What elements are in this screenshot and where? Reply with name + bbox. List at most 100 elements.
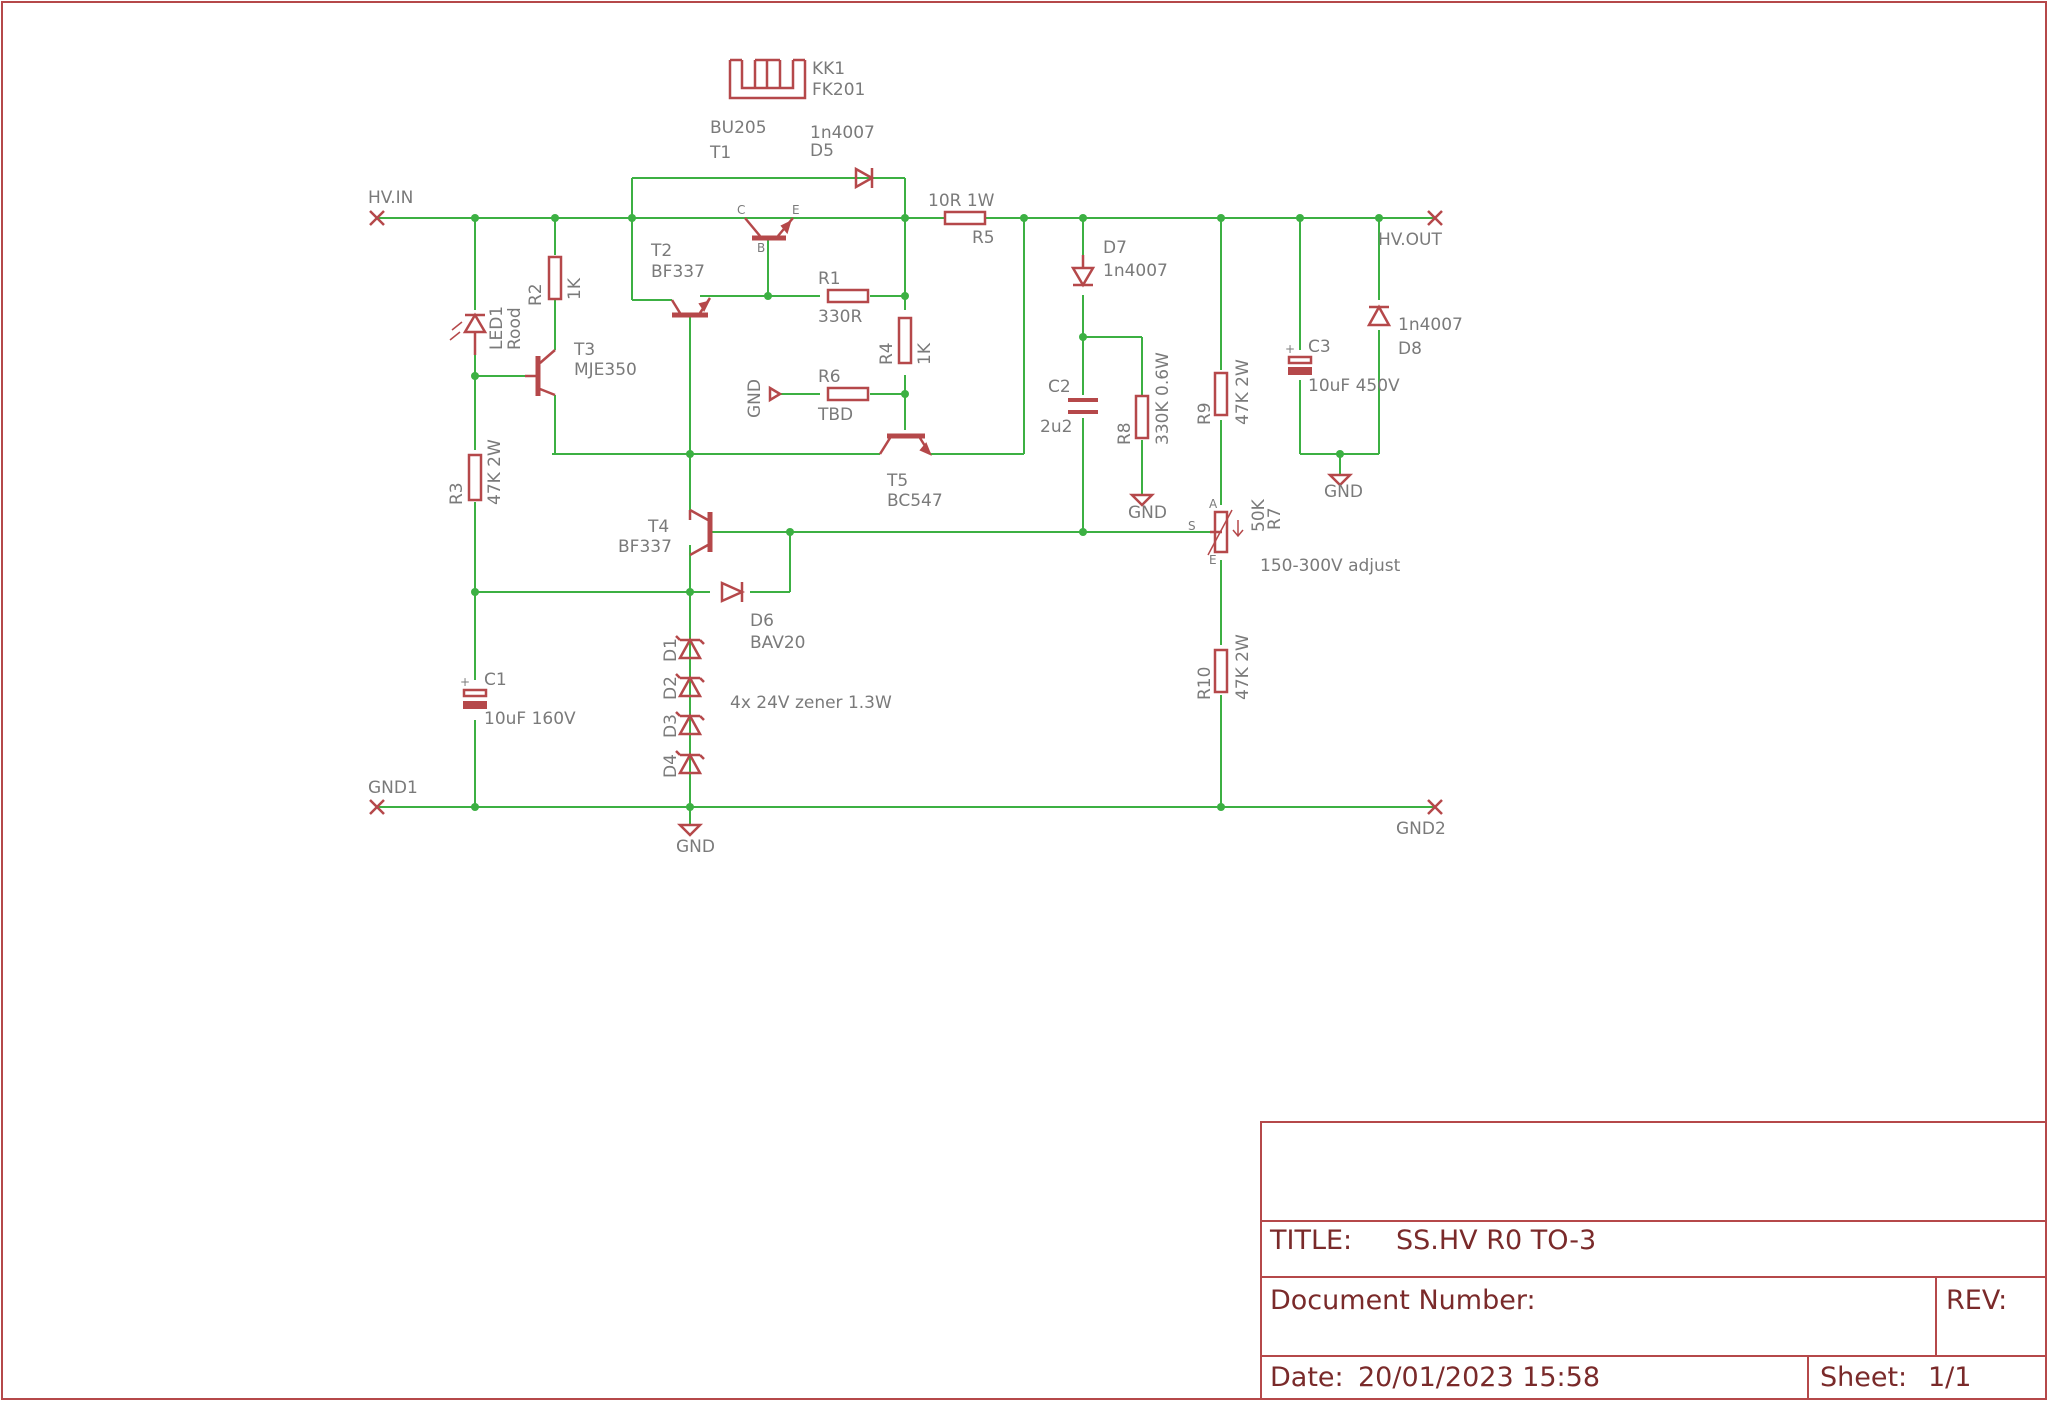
zener-d2: D2 xyxy=(661,673,705,700)
r2-value: 1K xyxy=(565,277,585,300)
d4-ref: D4 xyxy=(661,754,681,778)
resistor-r2: R2 1K xyxy=(526,255,585,306)
t4-value: BF337 xyxy=(618,537,672,557)
rev-label: REV: xyxy=(1946,1285,2007,1316)
r8-ref: R8 xyxy=(1115,422,1135,445)
resistor-r1: R1 330R xyxy=(818,269,870,327)
capacitor-c3: + C3 10uF 450V xyxy=(1285,337,1400,396)
t1-value: BU205 xyxy=(710,118,767,138)
t1-ref: T1 xyxy=(709,143,731,163)
d6-value: BAV20 xyxy=(750,633,805,653)
d6-ref: D6 xyxy=(750,611,774,631)
gnd-symbol-out: GND xyxy=(1324,473,1363,502)
transistor-t1: BU205 T1 C E B xyxy=(709,118,800,255)
diode-d7: D7 1n4007 xyxy=(1070,238,1168,288)
c3-plus: + xyxy=(1285,342,1295,356)
led-led1: LED1 Rood xyxy=(449,306,525,355)
wires xyxy=(377,177,1435,808)
r8-value: 330K 0.6W xyxy=(1153,352,1173,445)
r4-value: 1K xyxy=(915,342,935,365)
r8-gnd: GND xyxy=(1128,503,1167,523)
title-block: TITLE: SS.HV R0 TO-3 Document Number: RE… xyxy=(1260,1121,2047,1400)
kk1-value: FK201 xyxy=(812,80,865,100)
c1-plus: + xyxy=(460,675,470,689)
title-label: TITLE: xyxy=(1269,1225,1352,1256)
t2-value: BF337 xyxy=(651,262,705,282)
r6-ref: R6 xyxy=(818,367,841,387)
transistor-t4: T4 BF337 xyxy=(618,508,713,557)
port-gnd1: GND1 xyxy=(368,778,418,815)
t1-pin-c: C xyxy=(737,203,745,217)
d7-ref: D7 xyxy=(1103,238,1127,258)
r9-value: 47K 2W xyxy=(1233,359,1253,425)
date-label: Date: xyxy=(1270,1362,1344,1393)
port-gnd2: GND2 xyxy=(1396,799,1446,839)
port-hv-out: HV.OUT xyxy=(1378,210,1443,250)
transistor-t5: T5 BC547 xyxy=(878,433,943,511)
c2-ref: C2 xyxy=(1048,377,1071,397)
sheet-label: Sheet: xyxy=(1820,1362,1907,1393)
date-value: 20/01/2023 15:58 xyxy=(1358,1362,1600,1393)
t5-ref: T5 xyxy=(886,471,908,491)
r7-pin-e: E xyxy=(1209,553,1217,567)
resistor-r6: R6 TBD GND xyxy=(745,367,870,425)
r3-value: 47K 2W xyxy=(485,439,505,505)
capacitor-c2: C2 2u2 xyxy=(1040,377,1098,437)
adjust-note: 150-300V adjust xyxy=(1260,556,1401,576)
resistor-r10: R10 47K 2W xyxy=(1195,634,1253,700)
zener-d3: D3 xyxy=(661,711,705,738)
d7-value: 1n4007 xyxy=(1103,261,1168,281)
resistor-r8: R8 330K 0.6W GND xyxy=(1115,352,1173,523)
capacitor-c1: + C1 10uF 160V xyxy=(460,670,576,729)
port-hv-in-label: HV.IN xyxy=(368,188,413,208)
t4-ref: T4 xyxy=(647,517,669,537)
kk1-ref: KK1 xyxy=(812,59,845,79)
port-gnd2-label: GND2 xyxy=(1396,819,1446,839)
r4-ref: R4 xyxy=(877,342,897,365)
r10-ref: R10 xyxy=(1195,667,1215,700)
junctions xyxy=(471,214,1383,811)
t3-value: MJE350 xyxy=(574,360,637,380)
potentiometer-r7: A S E 50K R7 150-300V adjust xyxy=(1188,497,1401,576)
resistor-r4: R4 1K xyxy=(877,316,935,365)
gnd-out-label: GND xyxy=(1324,482,1363,502)
t1-pin-e: E xyxy=(792,203,800,217)
d8-value: 1n4007 xyxy=(1398,315,1463,335)
d2-ref: D2 xyxy=(661,676,681,700)
r7-pin-a: A xyxy=(1209,497,1218,511)
port-hv-out-label: HV.OUT xyxy=(1378,230,1442,250)
d1-ref: D1 xyxy=(661,638,681,662)
t1-pin-b: B xyxy=(757,241,765,255)
r3-ref: R3 xyxy=(447,482,467,505)
zener-stack: D1 D2 D3 D4 4x 24V zener 1.3W xyxy=(661,635,892,778)
gnd-main-label: GND xyxy=(676,837,715,857)
led1-ref: LED1 xyxy=(487,306,507,350)
r1-ref: R1 xyxy=(818,269,841,289)
r1-value: 330R xyxy=(818,307,862,327)
c1-value: 10uF 160V xyxy=(484,709,576,729)
r10-value: 47K 2W xyxy=(1233,634,1253,700)
resistor-r5: 10R 1W R5 xyxy=(928,191,995,248)
diode-d5: 1n4007 D5 xyxy=(810,123,875,190)
gnd-symbol-main: GND xyxy=(676,807,715,857)
r6-gnd: GND xyxy=(745,379,765,418)
c1-ref: C1 xyxy=(484,670,507,690)
zener-d1: D1 xyxy=(661,635,705,662)
r7-value: 50K xyxy=(1249,498,1269,532)
port-hv-in: HV.IN xyxy=(368,188,475,226)
port-gnd1-label: GND1 xyxy=(368,778,418,798)
d5-ref: D5 xyxy=(810,141,834,161)
t3-ref: T3 xyxy=(573,340,595,360)
t5-value: BC547 xyxy=(887,491,943,511)
diode-d6: D6 BAV20 xyxy=(720,581,805,653)
r7-pin-s: S xyxy=(1188,519,1196,533)
r2-ref: R2 xyxy=(526,283,546,306)
transistor-t2: T2 BF337 xyxy=(650,241,712,318)
r5-value: 10R 1W xyxy=(928,191,995,211)
resistor-r3: R3 47K 2W xyxy=(447,439,505,505)
diode-d8: 1n4007 D8 xyxy=(1366,304,1463,359)
c3-ref: C3 xyxy=(1308,337,1331,357)
c2-value: 2u2 xyxy=(1040,417,1072,437)
